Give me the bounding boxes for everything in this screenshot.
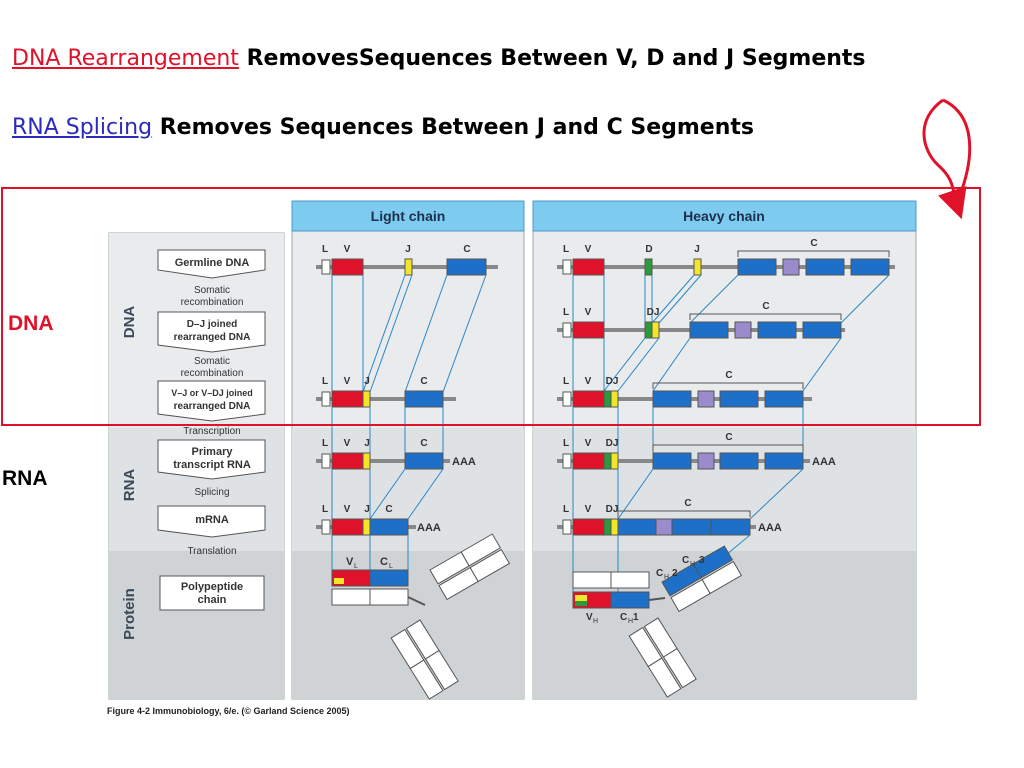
svg-text:DJ: DJ <box>606 376 619 387</box>
svg-text:J: J <box>364 438 370 449</box>
svg-text:DJ: DJ <box>606 504 619 515</box>
svg-text:D–J joined: D–J joined <box>187 319 238 330</box>
svg-text:L: L <box>322 504 328 515</box>
step-transcription: Transcription <box>183 426 240 437</box>
svg-text:C: C <box>620 612 627 623</box>
svg-text:C: C <box>725 432 732 443</box>
step-mrna: mRNA <box>157 505 266 538</box>
svg-text:H: H <box>593 618 598 625</box>
svg-text:V: V <box>346 556 354 568</box>
section-protein: Protein <box>121 588 138 640</box>
svg-text:rearranged DNA: rearranged DNA <box>174 332 251 343</box>
svg-text:L: L <box>322 438 328 449</box>
step-somatic-1a: Somatic <box>194 285 230 296</box>
svg-text:C: C <box>810 238 817 249</box>
step-polypeptide: Polypeptide chain <box>159 575 265 611</box>
dna-rearrangement-link[interactable]: DNA Rearrangement <box>12 46 239 71</box>
svg-text:3: 3 <box>699 555 705 566</box>
svg-text:V: V <box>585 244 592 255</box>
title-line-1: DNA Rearrangement RemovesSequences Betwe… <box>12 46 866 71</box>
rna-splicing-link[interactable]: RNA Splicing <box>12 115 153 140</box>
step-somatic-2b: recombination <box>181 368 244 379</box>
svg-text:H: H <box>628 618 633 625</box>
svg-text:L: L <box>563 376 569 387</box>
svg-text:DJ: DJ <box>647 307 660 318</box>
svg-text:L: L <box>322 376 328 387</box>
svg-text:C: C <box>380 556 388 568</box>
svg-text:H: H <box>690 561 695 568</box>
svg-text:J: J <box>364 376 370 387</box>
svg-text:Germline DNA: Germline DNA <box>175 257 250 269</box>
svg-text:mRNA: mRNA <box>195 514 229 526</box>
svg-text:DJ: DJ <box>606 438 619 449</box>
figure-caption: Figure 4-2 Immunobiology, 6/e. (© Garlan… <box>107 706 350 716</box>
svg-text:J: J <box>364 504 370 515</box>
svg-text:L: L <box>389 563 393 570</box>
svg-text:Primary: Primary <box>192 446 234 458</box>
svg-text:V: V <box>344 244 351 255</box>
step-primary-transcript: Primary transcript RNA <box>157 439 266 480</box>
svg-text:Polypeptide: Polypeptide <box>181 581 243 593</box>
svg-text:V: V <box>585 438 592 449</box>
step-germline: Germline DNA <box>157 249 266 279</box>
light-chain-title: Light chain <box>371 208 446 224</box>
svg-text:transcript RNA: transcript RNA <box>173 459 251 471</box>
step-vj-joined: V–J or V–DJ joined rearranged DNA <box>157 380 266 422</box>
svg-text:AAA: AAA <box>452 456 476 468</box>
title-line-2-text: Removes Sequences Between J and C Segmen… <box>152 115 755 140</box>
svg-text:L: L <box>563 307 569 318</box>
heavy-chain-title: Heavy chain <box>683 208 765 224</box>
curved-red-arrow <box>922 98 967 220</box>
step-splicing: Splicing <box>194 487 229 498</box>
svg-text:1: 1 <box>633 612 639 623</box>
svg-text:J: J <box>405 244 411 255</box>
svg-text:AAA: AAA <box>812 456 836 468</box>
svg-text:L: L <box>563 438 569 449</box>
svg-text:V: V <box>585 376 592 387</box>
svg-text:J: J <box>694 244 700 255</box>
section-dna: DNA <box>121 306 138 339</box>
svg-text:C: C <box>463 244 470 255</box>
svg-text:C: C <box>682 555 689 566</box>
svg-text:L: L <box>563 244 569 255</box>
svg-text:D: D <box>645 244 652 255</box>
svg-text:AAA: AAA <box>417 522 441 534</box>
svg-text:chain: chain <box>198 594 227 606</box>
svg-text:2: 2 <box>672 568 678 579</box>
svg-text:C: C <box>762 301 769 312</box>
step-somatic-2a: Somatic <box>194 356 230 367</box>
svg-text:AAA: AAA <box>758 522 782 534</box>
section-rna: RNA <box>121 469 138 502</box>
svg-text:H: H <box>664 574 669 581</box>
svg-text:rearranged DNA: rearranged DNA <box>174 401 251 412</box>
svg-text:V: V <box>344 376 351 387</box>
svg-text:C: C <box>385 504 392 515</box>
step-somatic-1b: recombination <box>181 297 244 308</box>
svg-text:L: L <box>322 244 328 255</box>
svg-text:V: V <box>344 438 351 449</box>
svg-text:V: V <box>586 612 593 623</box>
svg-text:C: C <box>420 376 427 387</box>
step-dj-joined: D–J joined rearranged DNA <box>157 311 266 353</box>
svg-text:L: L <box>354 563 358 570</box>
svg-text:C: C <box>725 370 732 381</box>
title-line-2: RNA Splicing Removes Sequences Between J… <box>12 115 754 140</box>
svg-text:V: V <box>585 504 592 515</box>
svg-text:C: C <box>656 568 663 579</box>
svg-text:L: L <box>563 504 569 515</box>
step-translation: Translation <box>187 546 236 557</box>
dna-side-label: DNA <box>8 312 54 335</box>
svg-text:C: C <box>420 438 427 449</box>
title-line-1-text: RemovesSequences Between V, D and J Segm… <box>238 46 866 71</box>
svg-text:V–J or V–DJ joined: V–J or V–DJ joined <box>171 388 253 398</box>
rna-side-label: RNA <box>2 467 48 490</box>
svg-text:V: V <box>344 504 351 515</box>
svg-text:C: C <box>684 498 691 509</box>
dna-highlight-box <box>1 187 981 426</box>
svg-text:V: V <box>585 307 592 318</box>
